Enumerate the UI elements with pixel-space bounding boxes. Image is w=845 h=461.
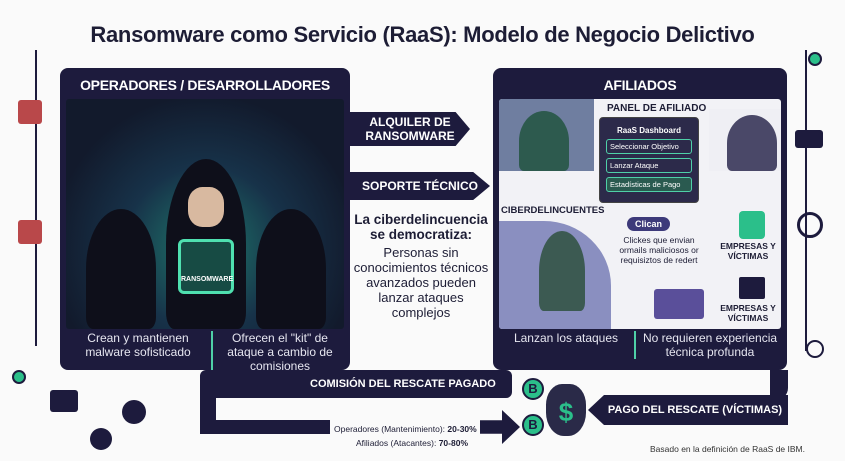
split-operators: Operadores (Mantenimiento): 20-30%	[334, 424, 477, 434]
frame-line	[805, 50, 807, 351]
hacker-face	[188, 187, 224, 227]
clicks-text: Clickes que envian ormails maliciosos or…	[619, 235, 699, 265]
hacker-figure	[256, 209, 326, 329]
select-target-button[interactable]: Seleccionar Objetivo	[606, 139, 692, 154]
split-arrow	[200, 420, 330, 434]
flow-line	[770, 370, 788, 400]
dashboard-title: RaaS Dashboard	[616, 126, 682, 135]
operators-heading: OPERADORES / DESARROLLADORES	[80, 77, 330, 93]
hacker-scene	[709, 109, 781, 171]
firewall-fire-icon	[18, 220, 42, 244]
split-operators-label: Operadores (Mantenimiento):	[334, 424, 446, 434]
victims-label-1: EMPRESAS Y VÍCTIMAS	[720, 241, 776, 261]
network-node-icon	[808, 52, 822, 66]
launch-attack-button[interactable]: Lanzar Ataque	[606, 158, 692, 173]
network-node-icon	[12, 370, 26, 384]
raas-dashboard: RaaS Dashboard Seleccionar Objetivo Lanz…	[599, 117, 699, 203]
page-title: Ransomware como Servicio (RaaS): Modelo …	[90, 22, 755, 47]
payment-stats-button[interactable]: Estadísticas de Pago	[606, 177, 692, 192]
bitcoin-icon: B	[522, 414, 544, 436]
affiliates-panel: AFILIADOS PANEL DE AFILIADO RaaS Dashboa…	[493, 68, 787, 370]
database-icon	[90, 428, 112, 450]
ransom-payment-arrow: PAGO DEL RESCATE (VÍCTIMAS)	[588, 395, 788, 425]
support-arrow: SOPORTE TÉCNICO	[350, 172, 490, 200]
democratize-block: La ciberdelincuencia se democratiza: Per…	[350, 212, 492, 320]
email-envelope-icon	[654, 289, 704, 319]
flow-line	[200, 380, 216, 432]
clicks-badge: Clican	[627, 217, 671, 231]
padlock-icon: RANSOMWARE	[178, 239, 234, 294]
cybercriminal-scene	[499, 221, 611, 329]
victims-label-2: EMPRESAS Y VÍCTIMAS	[720, 303, 776, 323]
source-note: Basado en la definición de RaaS de IBM.	[650, 444, 805, 454]
affiliates-illustration: PANEL DE AFILIADO RaaS Dashboard Selecci…	[499, 99, 781, 329]
money-bag-icon: $	[546, 384, 586, 436]
democratize-text: Personas sin conocimientos técnicos avan…	[353, 245, 489, 320]
affiliates-heading: AFILIADOS	[603, 77, 677, 93]
lock-label: RANSOMWARE	[181, 276, 234, 283]
split-affiliates: Afiliados (Atacantes): 70-80%	[356, 438, 468, 448]
affiliates-caption-expertise: No requieren experiencia técnica profund…	[634, 331, 784, 359]
split-affiliates-value: 70-80%	[438, 438, 469, 448]
locked-laptop-icon	[739, 277, 765, 299]
panel-label: PANEL DE AFILIADO	[607, 103, 707, 114]
target-icon	[806, 340, 824, 358]
commission-arrow: COMISIÓN DEL RESCATE PAGADO	[200, 370, 512, 398]
split-arrowhead	[480, 410, 520, 444]
frame-line	[35, 50, 37, 346]
hacker-figure	[86, 209, 156, 329]
affiliates-caption-launch: Lanzan los ataques	[513, 331, 619, 345]
hacker-scene	[499, 99, 594, 171]
bitcoin-icon: B	[522, 378, 544, 400]
democratize-heading: La ciberdelincuencia se democratiza:	[354, 212, 488, 242]
operators-caption-create: Crean y mantienen malware sofisticado	[85, 331, 191, 359]
rental-arrow: ALQUILER DE RANSOMWARE	[350, 112, 470, 146]
operators-caption-offer: Ofrecen el "kit" de ataque a cambio de c…	[211, 331, 347, 373]
server-icon	[795, 130, 823, 148]
mail-icon	[122, 400, 146, 424]
split-affiliates-label: Afiliados (Atacantes):	[356, 438, 437, 448]
operators-illustration: RANSOMWARE	[66, 99, 344, 329]
split-operators-value: 20-30%	[447, 424, 477, 434]
operators-panel: OPERADORES / DESARROLLADORES RANSOMWARE …	[60, 68, 350, 373]
network-hub-icon	[797, 212, 823, 238]
cybercriminals-label: CIBERDELINCUENTES	[501, 205, 605, 216]
fire-alert-icon	[50, 390, 78, 412]
padlock-icon	[739, 211, 765, 239]
firewall-icon	[18, 100, 42, 124]
